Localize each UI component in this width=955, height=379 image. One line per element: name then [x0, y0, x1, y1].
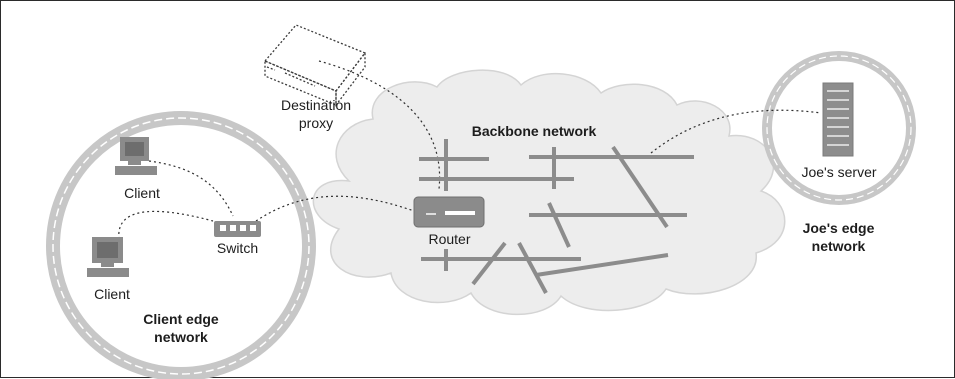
destination-proxy-label-line-1: Destination	[280, 97, 352, 113]
router-label: Router	[428, 231, 471, 247]
backbone-line	[547, 202, 571, 248]
switch-label: Switch	[216, 240, 259, 256]
connectors	[118, 60, 822, 240]
client-edge-network-label-line-2: network	[154, 329, 208, 345]
backbone-network-label: Backbone network	[471, 123, 597, 139]
backbone-line	[471, 241, 507, 286]
client-edge-network-label-line-1: Client edge	[143, 311, 219, 327]
client-label-top: Client	[124, 185, 160, 201]
client-computer-top[interactable]	[115, 137, 157, 175]
joes-edge-network-label: Joe's edge network	[787, 219, 890, 255]
connector-switch-router	[255, 195, 415, 222]
connector-proxy-router	[318, 60, 441, 190]
client-computer-bottom[interactable]	[87, 237, 129, 277]
backbone-line	[535, 253, 669, 277]
joes-edge-network-label-line-2: network	[811, 238, 866, 254]
cloud-shape	[312, 69, 786, 316]
router-device[interactable]	[413, 196, 485, 228]
backbone-lines	[419, 139, 694, 294]
client-edge-network-label: Client edge network	[126, 310, 236, 346]
connector-backbone-server	[650, 109, 822, 154]
destination-proxy-label-line-2: proxy	[298, 115, 334, 131]
connector-client1-switch	[148, 160, 234, 217]
joes-server-label: Joe's server	[801, 164, 877, 180]
switch-device[interactable]	[214, 221, 261, 237]
joes-edge-network-label-line-1: Joe's edge	[802, 220, 875, 236]
client-label-bottom: Client	[94, 286, 130, 302]
client-edge-ring	[46, 111, 316, 379]
joes-server-device[interactable]	[822, 82, 854, 157]
destination-proxy-device[interactable]	[263, 24, 367, 107]
joes-edge-ring	[762, 51, 916, 205]
backbone-line	[517, 242, 548, 294]
destination-proxy-label: Destination proxy	[271, 96, 361, 132]
backbone-cloud	[312, 69, 786, 316]
connector-client2-switch	[118, 210, 214, 240]
